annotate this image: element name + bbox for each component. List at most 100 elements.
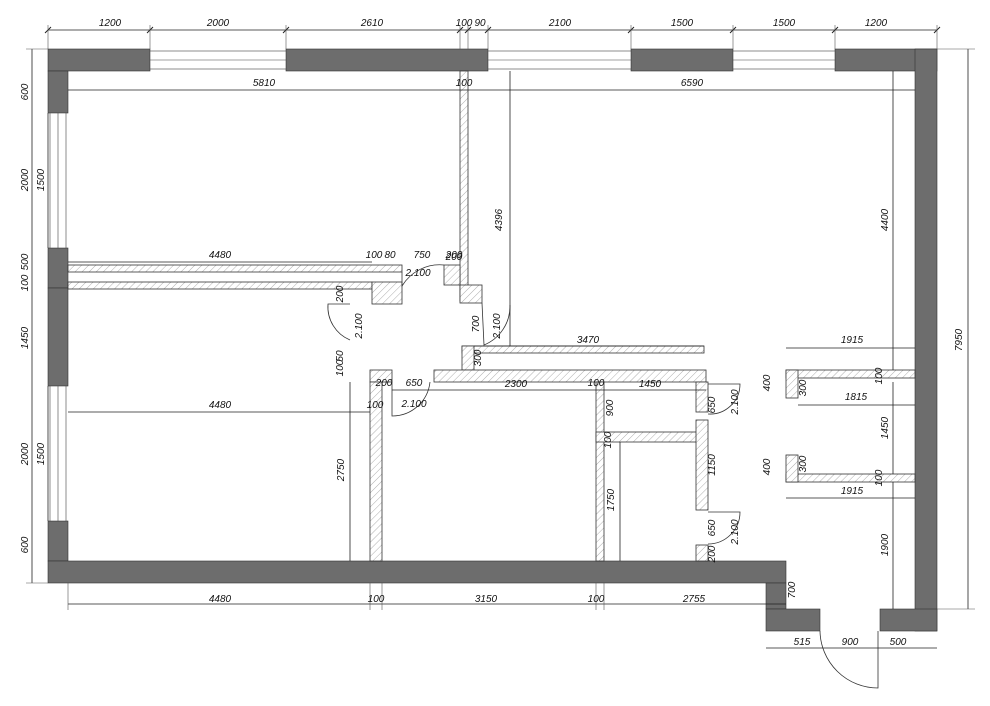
dimension-label: 6590	[681, 78, 704, 89]
dimension-label: 300	[798, 455, 809, 472]
dimension-label: 100	[588, 378, 605, 389]
dimension-label: 100	[588, 594, 605, 605]
dimension-label: 1900	[880, 533, 891, 556]
dimension-label: 2300	[504, 379, 528, 390]
dimension-label: 2000	[20, 168, 31, 192]
dimension-label: 515	[794, 637, 811, 648]
dimension-label: 5810	[253, 78, 276, 89]
dimension-label: 100	[874, 469, 885, 486]
dimension-label: 200	[707, 545, 718, 563]
dimension-label: 900	[842, 637, 859, 648]
dimension-label: 600	[20, 83, 31, 100]
dimension-label: 400	[762, 374, 773, 391]
entrance-door-swing	[819, 630, 879, 689]
dimension-label: 100	[603, 431, 614, 448]
closet-partition	[785, 454, 799, 483]
dimension-label: 1150	[707, 454, 718, 476]
entrance-wall-left	[765, 608, 821, 632]
partition	[443, 264, 461, 286]
left-wall-segment	[47, 247, 69, 289]
dimension-label: 700	[471, 315, 482, 332]
dimension-label: 100	[366, 250, 383, 261]
door-height-label: 2.100	[730, 519, 741, 545]
dimension-label: 1200	[865, 18, 888, 29]
door-height-label: 2.100	[730, 389, 741, 415]
partitions	[67, 70, 916, 562]
dimension-label: 650	[406, 378, 423, 389]
dimension-label: 100	[367, 400, 384, 411]
dimension-label: 7950	[954, 328, 965, 351]
left-wall-segment	[47, 287, 69, 387]
door-height-label: 2.100	[492, 313, 503, 339]
dimension-label: 500	[890, 637, 907, 648]
left-wall-segment	[47, 70, 69, 114]
left-wall-segment	[47, 520, 69, 562]
dimension-label: 80	[384, 250, 396, 261]
partition	[67, 264, 403, 273]
dimension-label: 50	[335, 350, 346, 362]
dimension-label: 1500	[671, 18, 694, 29]
top-wall-segment	[285, 48, 489, 72]
partition	[67, 281, 373, 290]
door-height-label: 2.100	[354, 313, 365, 339]
dimension-label: 2000	[20, 442, 31, 466]
dimension-label: 100	[456, 78, 473, 89]
dimension-label: 900	[605, 399, 616, 416]
dimension-labels: 1200 2000 2610 100 90 2100 1500 1500 120…	[20, 18, 965, 648]
closet-partition	[785, 369, 916, 379]
dimension-label: 750	[414, 250, 431, 261]
top-wall-segment	[47, 48, 151, 72]
dimension-label: 1450	[880, 416, 891, 439]
top-wall-segment	[630, 48, 734, 72]
dimension-label: 2610	[360, 18, 384, 29]
partition	[695, 419, 709, 511]
dimension-label: 2000	[206, 18, 230, 29]
dimension-label: 1500	[773, 18, 796, 29]
door-swing	[707, 511, 741, 545]
door-height-label: 2.100	[400, 399, 426, 410]
dimension-label: 1450	[20, 326, 31, 349]
partition	[433, 369, 707, 383]
dimension-label: 1500	[36, 168, 47, 191]
dimension-label: 100	[456, 18, 473, 29]
dimension-label: 4480	[209, 250, 232, 261]
dimension-label: 700	[787, 581, 798, 598]
dimension-label: 1915	[841, 486, 864, 497]
door-swing	[401, 264, 445, 288]
dimension-label: 4480	[209, 400, 232, 411]
dimension-label: 4396	[494, 208, 505, 231]
dimension-label: 300	[798, 379, 809, 396]
door-swing	[707, 383, 741, 415]
partition	[461, 345, 705, 354]
bottom-wall-return	[765, 582, 787, 610]
dimension-label: 200	[445, 252, 463, 263]
dimension-label: 100	[874, 367, 885, 384]
doors	[327, 264, 879, 689]
exterior-walls	[47, 48, 938, 632]
dimension-label: 90	[474, 18, 486, 29]
dimension-label: 600	[20, 536, 31, 553]
partition	[695, 381, 709, 413]
closet-partition	[785, 473, 916, 483]
partition	[595, 381, 605, 562]
closet-partition	[785, 369, 799, 399]
dimension-label: 1915	[841, 335, 864, 346]
dimension-label: 200	[445, 250, 463, 261]
dimension-label: 100	[335, 359, 346, 376]
door-swing	[391, 381, 431, 417]
dimension-label: 3150	[475, 594, 498, 605]
dimension-label: 4400	[880, 208, 891, 231]
entrance-wall-right	[879, 608, 938, 632]
dimension-label: 2100	[548, 18, 572, 29]
door-swing	[327, 303, 351, 341]
partition	[459, 70, 469, 302]
partition	[371, 281, 403, 305]
dimension-label: 200	[375, 378, 393, 389]
dimension-label: 100	[368, 594, 385, 605]
dimension-label: 1815	[845, 392, 868, 403]
partition	[695, 544, 709, 562]
dimension-lines	[26, 25, 975, 649]
dimension-label: 500	[20, 253, 31, 270]
dimension-label: 1750	[606, 488, 617, 511]
